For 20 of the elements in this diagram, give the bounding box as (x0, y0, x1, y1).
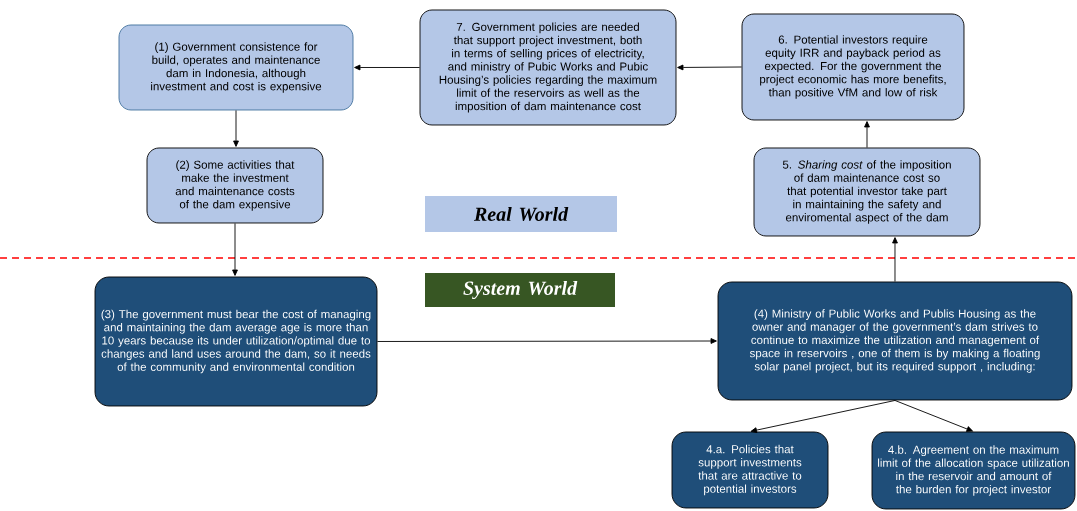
arrow (232, 223, 238, 276)
arrow (677, 64, 742, 71)
process-box: 4.a. Policies that support investments that are attractive to potential investors (671, 431, 829, 509)
process-box: (1) Government consistence for build, operates and maintenance dam in Indonesia, although investment and cost is expensive (118, 24, 354, 111)
arrow (354, 64, 420, 71)
process-box: (4) Ministry of Public Works and Publis Housing as the owner and manager of the government’s dam strives to continue to maximize the utilization and management of space in reservoirs , one of them is by making a floating solar panel project, but its required support , including: (717, 281, 1073, 401)
process-box: (3) The government must bear the cost of managing and maintaining the dam average age is more than 10 years because its under utilization/optimal due to changes and land uses around the dam, so it needs of the community and environmental condition (94, 276, 378, 407)
arrow (233, 110, 239, 147)
arrow (892, 237, 898, 282)
process-box: 4.b. Agreement on the maximum limit of the allocation space utilization in the reservoir and amount of the burden for project investor (871, 431, 1076, 510)
arrow (894, 400, 973, 432)
arrow (750, 400, 896, 433)
arrow (377, 338, 717, 344)
section-banner: System World (425, 273, 615, 307)
section-banner: Real World (425, 196, 617, 232)
process-box: 5. Sharing cost of the imposition of dam maintenance cost so that potential investor take part in maintaining the safety and enviromental aspect of the dam (753, 147, 981, 237)
arrow (864, 121, 870, 148)
process-box: 7. Government policies are needed that support project investment, both in terms of selling prices of electricity, and ministry of Pubic Works and Pubic Housing’s policies regarding the maximum limit of the reservoirs as well as the imposition of dam maintenance cost (419, 9, 677, 126)
process-box: (2) Some activities that make the investment and maintenance costs of the dam expensive (146, 147, 324, 224)
process-box: 6. Potential investors require equity IRR and payback period as expected. For the government the project economic has more benefits, than positive VfM and low of risk (741, 13, 965, 121)
